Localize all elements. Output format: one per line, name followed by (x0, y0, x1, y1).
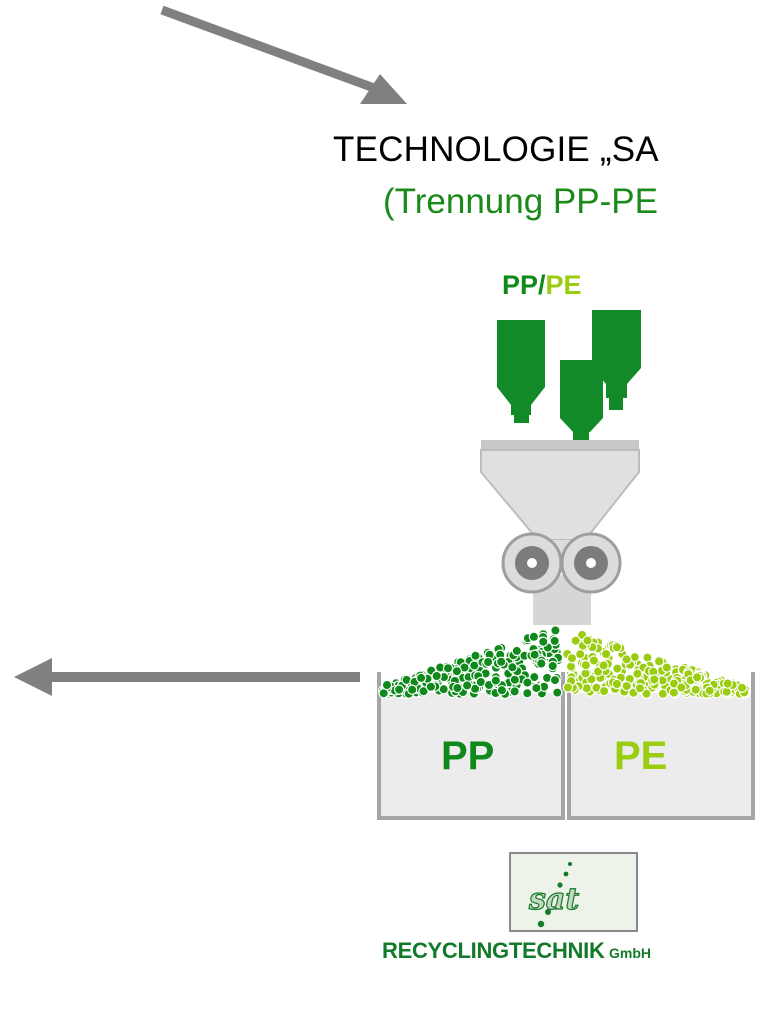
pellet (570, 635, 581, 646)
pellet (598, 660, 609, 671)
pellet (509, 686, 520, 697)
pellet (621, 654, 632, 665)
pellet (582, 635, 593, 646)
roller-right (560, 532, 622, 594)
bottle-left (497, 320, 545, 423)
pellet (461, 680, 473, 691)
pellet (580, 660, 592, 671)
pellet (661, 662, 673, 673)
pellet (549, 674, 561, 686)
company-logo: sat (509, 852, 638, 932)
title-line-2: (Trennung PP-PE (383, 182, 658, 221)
pellet (425, 681, 437, 693)
pellet (438, 684, 449, 695)
pellet (690, 684, 701, 695)
pellet (612, 663, 623, 674)
title-line-1: TECHNOLOGIE „SA (333, 130, 659, 169)
bin-label-pp: PP (441, 734, 495, 778)
pellet (511, 645, 523, 657)
pellet (529, 671, 540, 683)
pellet (529, 649, 540, 660)
pellet (496, 656, 507, 668)
pellet (451, 666, 463, 677)
pellet (496, 685, 508, 696)
input-label-pe: PE (545, 270, 582, 300)
pellet (575, 649, 586, 660)
pellet (588, 655, 600, 666)
pellet (528, 631, 540, 643)
pellet (431, 670, 442, 682)
bottle-right (592, 310, 641, 410)
pellet (470, 650, 481, 661)
arrow-top (160, 5, 407, 104)
pellet-pile-pp (377, 625, 564, 700)
pellet (632, 668, 643, 679)
pellet (566, 653, 578, 664)
pellet (442, 663, 454, 674)
pellet (634, 683, 646, 694)
pellet-pile-pe (562, 629, 751, 700)
pellet (598, 685, 610, 697)
pellet (538, 636, 549, 647)
bin-label-pe: PE (614, 734, 668, 778)
pellet (704, 685, 715, 696)
pellet (549, 635, 560, 647)
pellet (415, 672, 427, 684)
logo-wordmark: sat (528, 882, 579, 917)
pellet (393, 684, 405, 695)
bin-pp (377, 672, 565, 820)
pellet (649, 674, 660, 685)
roller-left (501, 532, 563, 594)
pellet (522, 677, 533, 688)
pellet (600, 648, 612, 660)
pellet (736, 682, 748, 694)
pellet (550, 625, 561, 636)
pellet (482, 656, 494, 668)
pellet (621, 680, 632, 692)
pellet (531, 682, 542, 694)
company-name-main: RECYCLINGTECHNIK (382, 938, 605, 963)
pellet (722, 678, 733, 689)
pellet (547, 660, 558, 672)
pellet (562, 682, 574, 693)
bin-pe (567, 672, 755, 820)
pellet (641, 688, 652, 699)
pellet (509, 674, 520, 685)
pellet (691, 672, 703, 683)
pellet (407, 684, 418, 695)
pellet (507, 662, 518, 673)
pellet (611, 678, 623, 690)
hopper (480, 440, 640, 625)
pellet (536, 658, 547, 669)
input-label-separator: / (538, 270, 546, 300)
company-name: RECYCLINGTECHNIK GmbH (382, 938, 651, 964)
pellet (490, 675, 501, 686)
pellet (676, 682, 687, 693)
pellet (642, 652, 653, 663)
company-name-suffix: GmbH (609, 945, 651, 961)
pellet (452, 682, 463, 694)
pellet (653, 656, 665, 667)
arrow-left (14, 658, 360, 696)
pellet (552, 687, 563, 698)
pellet (381, 679, 393, 691)
pellet (611, 642, 623, 653)
input-material-label: PP/PE (502, 270, 582, 301)
pellet (522, 688, 533, 699)
input-label-pp: PP (502, 270, 539, 300)
